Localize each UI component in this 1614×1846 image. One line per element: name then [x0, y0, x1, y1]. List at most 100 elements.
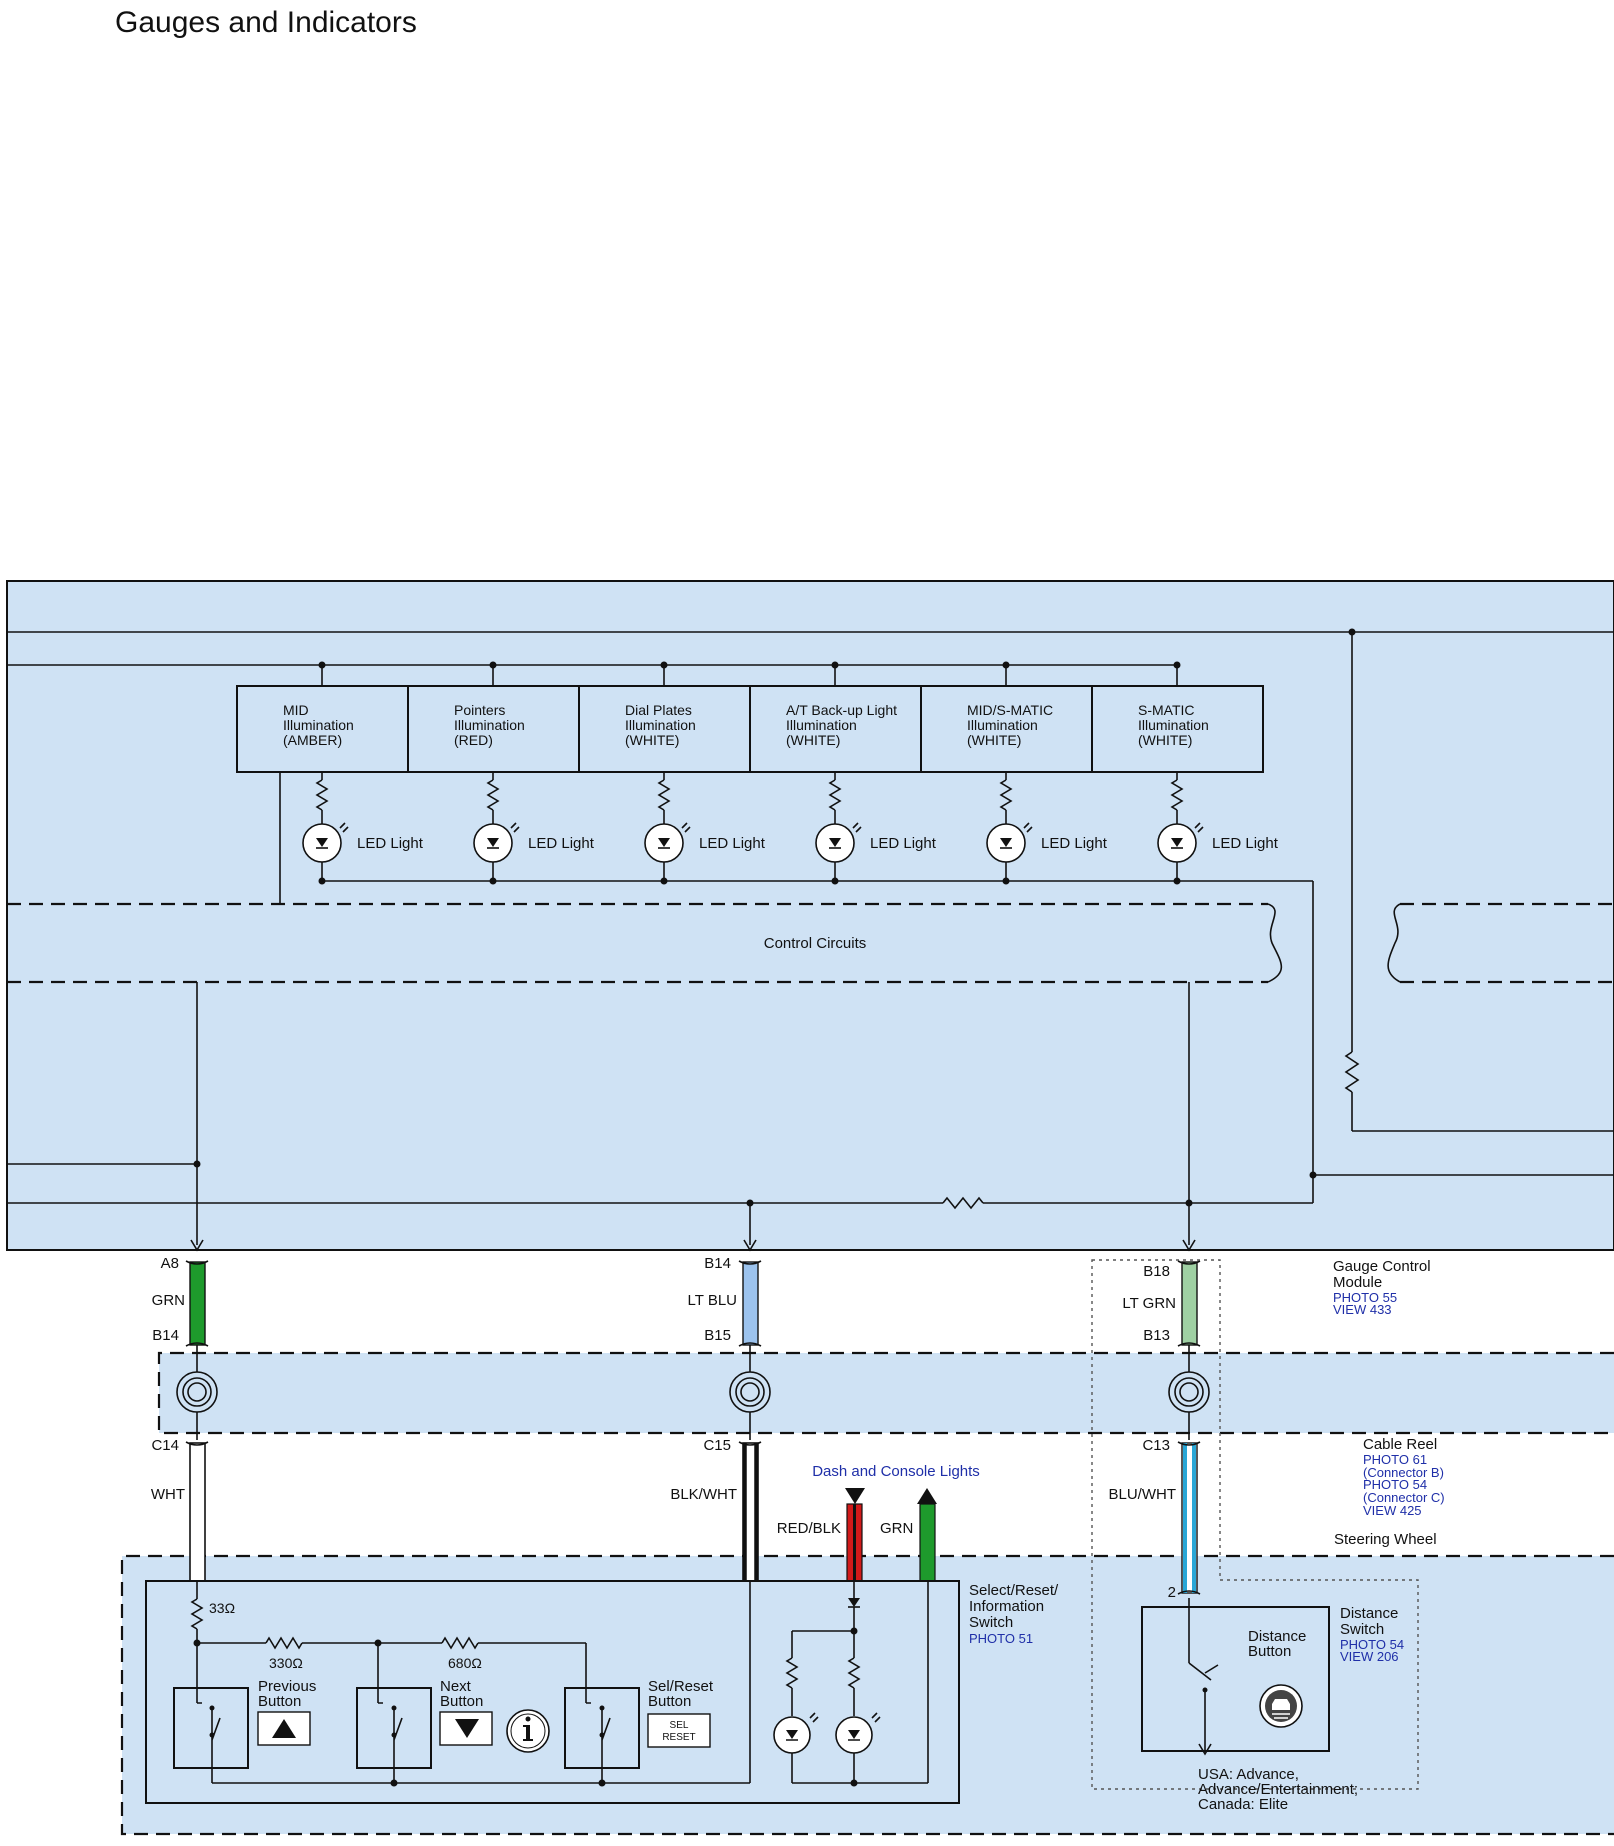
arrow-down-icon — [845, 1488, 865, 1504]
sel-text: SEL — [670, 1720, 689, 1731]
wire-color-grn: GRN — [152, 1292, 185, 1309]
svg-text:Switch: Switch — [969, 1614, 1013, 1631]
next-button-label-1: Next — [440, 1678, 472, 1695]
previous-button-switch — [173, 1687, 249, 1769]
switch-illumination-circuit — [773, 1581, 929, 1787]
svg-text:Information: Information — [969, 1598, 1044, 1615]
led-light-label: LED Light — [1041, 835, 1108, 852]
svg-text:Gauge Control: Gauge Control — [1333, 1258, 1431, 1275]
sel-reset-button-switch — [564, 1687, 640, 1769]
led-light-label: LED Light — [528, 835, 595, 852]
led-light-label: LED Light — [870, 835, 937, 852]
pin-c13: C13 — [1142, 1437, 1170, 1454]
svg-text:Select/Reset/: Select/Reset/ — [969, 1582, 1059, 1599]
select-switch-label: Select/Reset/ Information Switch PHOTO 5… — [969, 1582, 1059, 1646]
previous-button-label-2: Button — [258, 1693, 301, 1710]
svg-text:Button: Button — [1248, 1643, 1291, 1660]
wire-left-upper — [185, 1260, 209, 1347]
wire-right-lower — [1177, 1441, 1201, 1595]
pin-b15: B15 — [704, 1327, 731, 1344]
resistor-330-label: 330Ω — [269, 1655, 303, 1671]
illumination-label-0-1: Illumination — [283, 717, 354, 733]
svg-text:PHOTO 51: PHOTO 51 — [969, 1631, 1033, 1646]
option-boundary — [1091, 1259, 1419, 1790]
svg-text:PHOTO 61: PHOTO 61 — [1363, 1452, 1427, 1467]
steering-wheel-label: Steering Wheel — [1334, 1531, 1437, 1548]
illumination-label-3-1: Illumination — [786, 717, 857, 733]
pin-b14-lower: B14 — [152, 1327, 179, 1344]
svg-text:PHOTO 54: PHOTO 54 — [1363, 1477, 1427, 1492]
select-reset-switch-box — [145, 1580, 960, 1804]
sel-reset-button-label-1: Sel/Reset — [648, 1678, 714, 1695]
illumination-label-3-0: A/T Back-up Light — [786, 702, 897, 718]
pin-a8: A8 — [161, 1255, 179, 1272]
wire-grn-dash — [917, 1488, 937, 1582]
wire-left-lower — [185, 1441, 209, 1582]
pin-2: 2 — [1168, 1584, 1176, 1601]
distance-switch-box — [1141, 1606, 1330, 1752]
gauge-control-module-panel — [6, 580, 1614, 1251]
resistor-33-label: 33Ω — [209, 1600, 235, 1616]
svg-text:Distance: Distance — [1340, 1605, 1398, 1622]
led-light-label: LED Light — [1212, 835, 1279, 852]
illumination-label-3-2: (WHITE) — [786, 732, 840, 748]
led-light-label: LED Light — [357, 835, 424, 852]
control-circuits-label: Control Circuits — [764, 935, 867, 952]
cable-reel-panel — [159, 1353, 1614, 1433]
svg-text:Module: Module — [1333, 1274, 1382, 1291]
illumination-label-4-0: MID/S-MATIC — [967, 702, 1053, 718]
svg-text:Distance: Distance — [1248, 1628, 1306, 1645]
page-title: Gauges and Indicators — [115, 6, 417, 39]
break-mark-left — [1267, 903, 1283, 983]
svg-text:(Connector C): (Connector C) — [1363, 1490, 1445, 1505]
switch-internal-wiring — [190, 1581, 751, 1787]
pin-c15: C15 — [703, 1437, 731, 1454]
illumination-label-5-1: Illumination — [1138, 717, 1209, 733]
svg-text:PHOTO 55: PHOTO 55 — [1333, 1290, 1397, 1305]
steering-wheel-outline — [120, 1554, 1614, 1836]
wire-color-blu-wht: BLU/WHT — [1109, 1486, 1177, 1503]
break-mark-right — [1387, 903, 1401, 983]
reset-text: RESET — [662, 1732, 695, 1743]
illumination-label-0-2: (AMBER) — [283, 732, 342, 748]
wire-color-lt-blu: LT BLU — [688, 1292, 737, 1309]
gauge-control-module-label: Gauge Control Module PHOTO 55 VIEW 433 — [1333, 1258, 1431, 1317]
illumination-box-2 — [578, 685, 751, 773]
svg-text:USA: Advance,: USA: Advance, — [1198, 1766, 1299, 1783]
control-circuits-box — [7, 902, 1268, 984]
pin-c14: C14 — [151, 1437, 179, 1454]
illumination-label-4-2: (WHITE) — [967, 732, 1021, 748]
steering-wheel-panel — [122, 1556, 1614, 1834]
illumination-label-1-1: Illumination — [454, 717, 525, 733]
wire-color-lt-grn: LT GRN — [1122, 1295, 1176, 1312]
next-button-label-2: Button — [440, 1693, 483, 1710]
wire-center-upper — [738, 1260, 762, 1347]
distance-switch-label: Distance Switch PHOTO 54 VIEW 206 — [1340, 1605, 1404, 1664]
svg-text:(Connector B): (Connector B) — [1363, 1465, 1444, 1480]
svg-text:Canada: Elite: Canada: Elite — [1198, 1796, 1288, 1813]
illumination-label-2-1: Illumination — [625, 717, 696, 733]
resistor-680-label: 680Ω — [448, 1655, 482, 1671]
led-light-label: LED Light — [699, 835, 766, 852]
illumination-label-5-2: (WHITE) — [1138, 732, 1192, 748]
triangle-up-icon — [272, 1719, 296, 1738]
arrow-up-icon — [917, 1488, 937, 1504]
distance-button-label: Distance Button — [1248, 1628, 1306, 1660]
illumination-label-4-1: Illumination — [967, 717, 1038, 733]
wire-color-blk-wht: BLK/WHT — [670, 1486, 737, 1503]
illumination-label-2-2: (WHITE) — [625, 732, 679, 748]
top-bus — [7, 628, 1614, 1132]
illumination-label-0-0: MID — [283, 702, 309, 718]
svg-text:VIEW 425: VIEW 425 — [1363, 1503, 1422, 1518]
pin-b18: B18 — [1143, 1263, 1170, 1280]
info-icon — [506, 1709, 550, 1753]
cable-reel-outline — [157, 1351, 1614, 1435]
svg-text:Switch: Switch — [1340, 1621, 1384, 1638]
availability-note: USA: Advance, Advance/Entertainment; Can… — [1198, 1766, 1358, 1813]
sel-reset-button-label-2: Button — [648, 1693, 691, 1710]
wire-red-blk — [845, 1488, 865, 1582]
distance-icon — [1259, 1684, 1303, 1728]
clock-spring-left — [176, 1371, 218, 1413]
svg-text:VIEW 206: VIEW 206 — [1340, 1649, 1399, 1664]
